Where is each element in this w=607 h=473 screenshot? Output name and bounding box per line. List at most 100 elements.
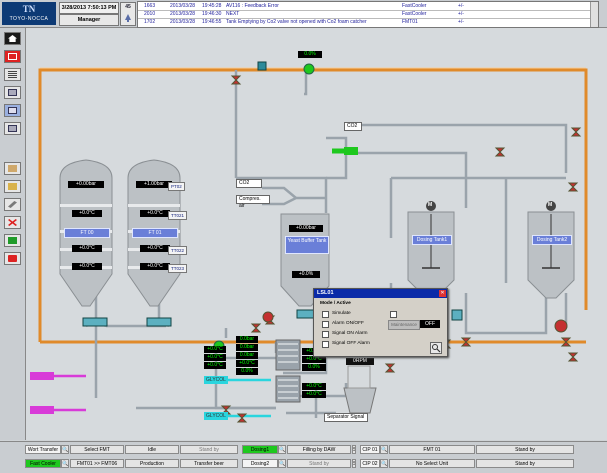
cip01-search-icon[interactable]: 🔍 [380,445,388,454]
fast-cooler-label[interactable]: Fast Cooler [25,459,61,468]
alarm-banner: 1663 2013/03/28 19:45:28 AV116 : Feedbac… [137,1,599,28]
signal-on-alarm-checkbox[interactable] [322,331,329,338]
motor-2-icon[interactable] [546,201,556,211]
piping-diagram [38,61,588,423]
ybt-label[interactable]: Yeast Buffer Tank [285,236,329,254]
alarm-scrollbar[interactable] [590,2,598,27]
green-line-tag [344,147,358,155]
hx-percent: 0.0% [302,364,326,371]
line-pressure-c: 0.0bar [236,352,258,359]
cancel-button[interactable] [4,216,21,229]
dosing-tank-1[interactable] [407,211,455,299]
dosing2-status: Stand by [352,459,356,468]
fmt00-pressure: +0.00bar [68,181,104,188]
hierarchy-button[interactable] [4,50,21,63]
right-checkbox[interactable] [390,311,397,318]
cip01-value: FMT 01 [389,445,475,454]
company-logo: TN TOYO-NOCCA [2,2,56,25]
popup-title[interactable]: LSL01 [314,289,447,298]
dosing2-label[interactable]: Dosing2 [242,459,278,468]
alarm-list-icon [8,71,17,78]
wort-transfer-label[interactable]: Wort Transfer [25,445,61,454]
wort-transfer-search-icon[interactable]: 🔍 [61,445,69,454]
tt023-tag: TT023 [168,264,188,273]
cip02-search-icon[interactable]: 🔍 [380,459,388,468]
fmt01-temp-2: +0.0°C [140,245,170,252]
alarm-row[interactable]: 1702 2013/03/28 19:46:55 Tank Emptying b… [144,19,464,25]
alarm-onoff-checkbox[interactable] [322,321,329,328]
dosing-tank-2-label[interactable]: Dosing Tank2 [532,235,572,245]
pt02-tag: PT02 [168,182,185,191]
top-percent-value: 0.0% [298,51,322,58]
notepad-button[interactable] [4,162,21,175]
valve-cluster-icon[interactable] [146,317,172,327]
wort-transfer-extra: Stand by [180,445,238,454]
lsl01-popup[interactable]: LSL01 ✕ Mode / Active Simulate Alarm ON/… [313,288,448,357]
dosing1-label[interactable]: Dosing1 [242,445,278,454]
magenta-line-tag-2 [30,406,54,414]
dosing-tank-2[interactable] [527,211,575,299]
dosing1-search-icon[interactable]: 🔍 [278,445,286,454]
maintenance-button[interactable]: Maintenance [388,320,420,330]
fast-cooler-extra: Transfer beer [180,459,238,468]
window-button-1[interactable] [4,86,21,99]
dosing-tank-1-label[interactable]: Dosing Tank1 [412,235,452,245]
alarm-count-button[interactable]: 45 [120,2,136,26]
valve-cluster-icon[interactable] [82,317,108,327]
fmt01-label[interactable]: FT 01 [132,228,178,238]
ybt-pressure: +0.00bar [289,225,323,232]
alarm-onoff-label: Alarm ON/OFF [332,321,364,326]
magnifier-icon [432,344,441,353]
wort-transfer-value: Select FMT [70,445,124,454]
home-button[interactable] [4,32,21,45]
valve-cluster-icon[interactable] [257,61,267,71]
tools-button[interactable] [4,198,21,211]
fmt01-temp-3: +0.0°C [140,263,170,270]
folder-button[interactable] [4,180,21,193]
cip01-status: Stand by [476,445,574,454]
pump-red-icon[interactable] [554,319,568,333]
alarm-list-button[interactable] [4,68,21,81]
notepad-icon [8,165,17,172]
logo-mark: TN [22,4,36,14]
popup-section-title: Mode / Active [320,301,351,306]
cip01-label[interactable]: CIP 01 [360,445,380,454]
motor-1-icon[interactable] [426,201,436,211]
home-icon [8,35,17,42]
fast-cooler-search-icon[interactable]: 🔍 [61,459,69,468]
cip02-label[interactable]: CIP 02 [360,459,380,468]
simulate-checkbox[interactable] [322,311,329,318]
user-display[interactable]: Manager [59,14,119,26]
popup-search-button[interactable] [430,342,442,354]
valve-cluster-icon[interactable] [451,309,463,321]
process-synoptic: 0.0% +0.00bar +0.0°C FT 00 +0.0°C +0.0°C… [26,28,607,440]
sidebar [0,28,26,440]
hx-temp-e: +0.0°C [302,391,326,398]
heat-exchanger[interactable] [275,339,301,403]
separator-rpm: 0RPM [346,358,374,365]
export-button[interactable] [4,234,21,247]
pump-icon[interactable] [262,311,274,323]
glycol-input-1: GLYCOL [204,376,228,384]
window-button-2[interactable] [4,104,21,117]
window-button-3[interactable] [4,122,21,135]
separator[interactable] [343,365,377,414]
alarm-row[interactable]: 1663 2013/03/28 19:45:28 AV116 : Feedbac… [138,2,598,11]
motor-2-label: M [548,202,553,208]
signal-off-alarm-checkbox[interactable] [322,341,329,348]
dosing2-search-icon[interactable]: 🔍 [278,459,286,468]
popup-close-button[interactable]: ✕ [439,290,446,297]
magenta-line-tag-1 [30,372,54,380]
co2-input-top: CO2 [344,122,362,131]
pump-green-icon[interactable] [303,63,315,75]
record-button[interactable] [4,252,21,265]
signal-off-alarm-label: Signal OFF Alarm [332,341,370,346]
cip02-status: Stand by [476,459,574,468]
alarm-row[interactable]: 2010 2013/03/28 19:46:30 NEXT FastCooler… [138,10,598,19]
wort-transfer-status: Idle [125,445,179,454]
fmt00-temp-3: +0.0°C [72,263,102,270]
line-percent-h: 0.0% [236,368,258,375]
tt022-tag: TT022 [168,246,188,255]
line-temp-d: +0.0°C [236,360,258,367]
fmt00-label[interactable]: FT 00 [64,228,110,238]
